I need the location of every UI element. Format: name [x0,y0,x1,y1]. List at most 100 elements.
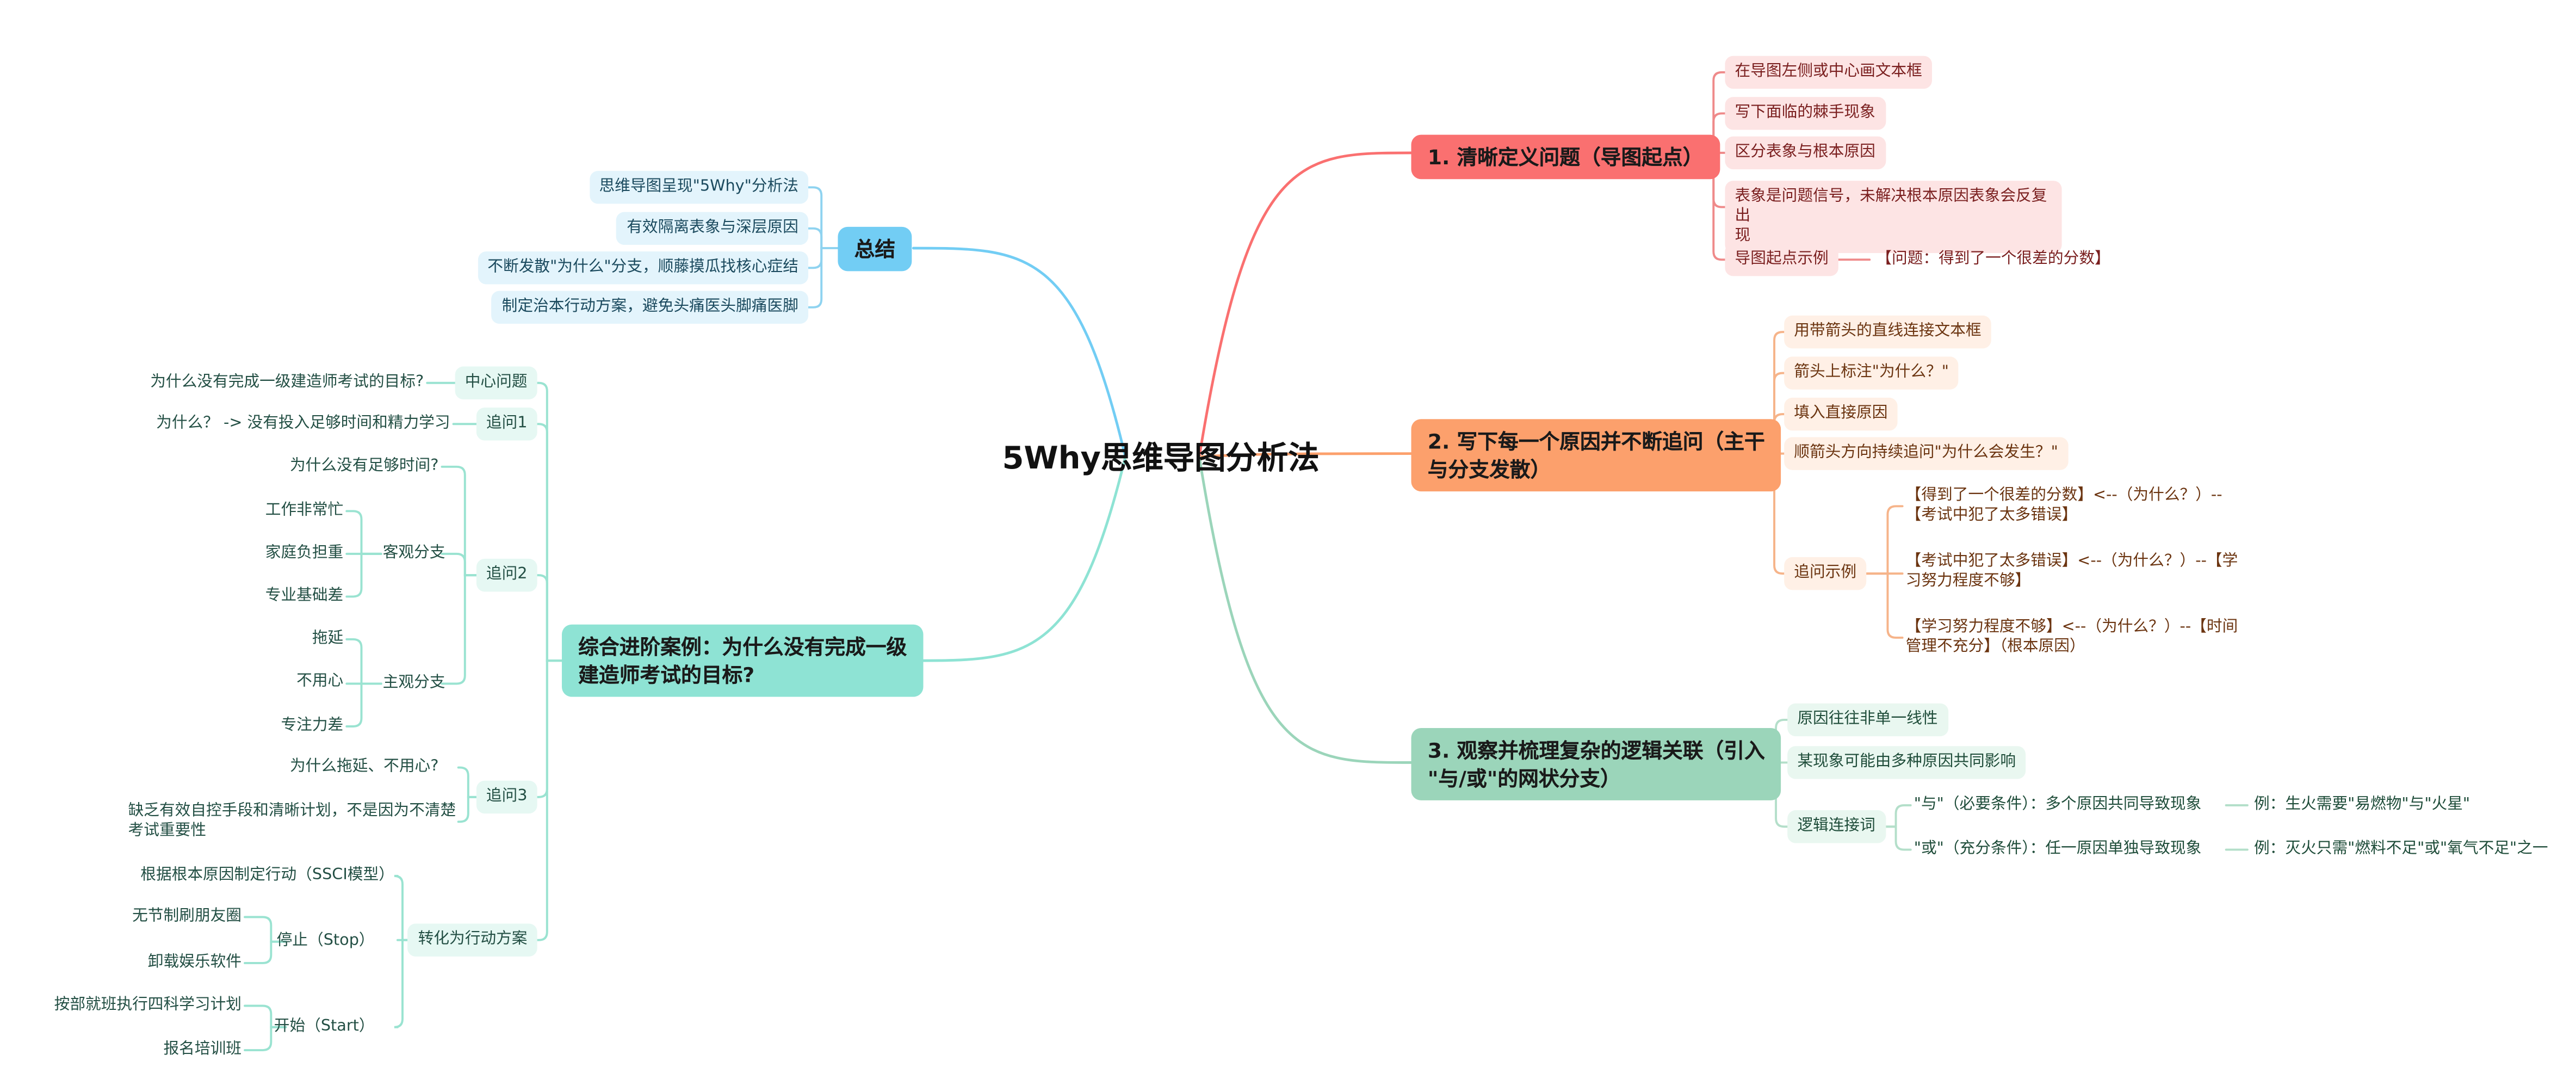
connector-line [457,766,486,798]
topic-item[interactable]: 顺箭头方向持续追问"为什么会发生？" [1784,437,2068,470]
start-branch[interactable]: 开始（Start） [274,1017,375,1035]
branch-label-line: 综合进阶案例：为什么没有完成一级 [578,634,907,659]
branch-keep-asking[interactable]: 2. 写下每一个原因并不断追问（主干 与分支发散） [1411,419,1782,492]
connector-line [394,874,420,941]
line: 【考试中犯了太多错误】<--（为什么？）--【学 [1905,552,2238,571]
line: 【考试中犯了太多错误】 [1905,506,2078,525]
case-text[interactable]: 根据根本原因制定行动（SSCI模型） [140,866,394,884]
branch-label-line: 2. 写下每一个原因并不断追问（主干 [1427,429,1765,454]
topic-item[interactable]: 某现象可能由多种原因共同影响 [1787,746,2026,779]
topic-item[interactable]: 表象是问题信号，未解决根本原因表象会反复出 现 [1725,181,2062,254]
objective-branch[interactable]: 客观分支 [382,544,445,562]
and-example[interactable]: 例：生火需要"易燃物"与"火星" [2253,795,2470,814]
case-text[interactable]: 为什么没有完成一级建造师考试的目标? [150,373,424,391]
connector-line [536,381,563,662]
case-text[interactable]: 为什么拖延、不用心? [289,757,439,776]
topic-item[interactable]: 填入直接原因 [1784,397,1898,431]
connector-line [1880,825,1912,851]
case-leaf[interactable]: 按部就班执行四科学习计划 [54,996,242,1014]
topic-item[interactable]: 原因往往非单一线性 [1787,703,1948,737]
connector-line [912,455,1127,662]
connector-line [1198,452,1413,459]
subjective-branch[interactable]: 主观分支 [382,674,445,692]
connector-line [912,246,1127,459]
case-leaf[interactable]: 工作非常忙 [265,501,344,520]
and-connector[interactable]: "与"（必要条件）：多个原因共同导致现象 [1914,795,2202,814]
branch-logic-relations[interactable]: 3. 观察并梳理复杂的逻辑关联（引入 "与/或"的网状分支） [1411,728,1782,800]
line: 考试重要性 [128,822,207,840]
case-ask-2[interactable]: 追问2 [476,558,537,592]
ask-example[interactable]: 【考试中犯了太多错误】<--（为什么？）--【学习努力程度不够】 [1906,551,2238,594]
case-leaf[interactable]: 卸载娱乐软件 [147,953,242,972]
connector-line [536,574,563,662]
connector-line [1880,804,1912,828]
connector-line [441,574,478,685]
case-leaf[interactable]: 拖延 [312,629,344,648]
connector-line [244,1004,287,1028]
connector-line [244,1026,287,1051]
case-action-plan[interactable]: 转化为行动方案 [408,923,537,957]
topic-item[interactable]: 用带箭头的直线连接文本框 [1784,315,1991,349]
connector-line [345,552,382,598]
branch-summary[interactable]: 总结 [838,226,912,272]
topic-item[interactable]: 在导图左侧或中心画文本框 [1725,55,1933,89]
topic-item[interactable]: 区分表象与根本原因 [1725,136,1885,170]
connector-line [1761,718,1789,764]
connector-line [1701,151,1726,261]
connector-line [1198,455,1413,764]
case-leaf[interactable]: 专业基础差 [265,587,344,605]
central-topic[interactable]: 5Why思维导图分析法 [1002,440,1320,477]
case-leaf[interactable]: 不用心 [296,672,344,690]
case-text[interactable]: 为什么没有足够时间? [289,457,439,475]
topic-item-example[interactable]: 导图起点示例 [1725,243,1838,276]
topic-item-connectors[interactable]: 逻辑连接词 [1787,810,1885,843]
case-leaf[interactable]: 无节制刷朋友圈 [132,907,242,926]
connector-line [536,659,563,798]
line: 习努力程度不够】 [1905,572,2031,590]
stop-branch[interactable]: 停止（Stop） [276,932,375,950]
summary-item[interactable]: 不断发散"为什么"分支，顺藤摸瓜找核心症结 [478,251,809,285]
connector-line [807,247,839,269]
case-text[interactable]: 为什么？ -> 没有投入足够时间和精力学习 [156,414,450,433]
topic-item-line: 现 [1735,226,1751,245]
or-connector[interactable]: "或"（充分条件）：任一原因单独导致现象 [1914,840,2202,858]
summary-item[interactable]: 思维导图呈现"5Why"分析法 [589,171,809,204]
connector-line [345,682,382,727]
branch-label-line: 3. 观察并梳理复杂的逻辑关联（引入 [1427,738,1765,763]
connector-line [1865,505,1904,575]
summary-item[interactable]: 制定治本行动方案，避免头痛医头脚痛医脚 [492,291,809,324]
case-leaf[interactable]: 报名培训班 [163,1040,242,1059]
case-ask-3[interactable]: 追问3 [476,780,537,814]
connector-line [345,510,382,555]
case-leaf[interactable]: 家庭负担重 [265,544,344,562]
or-example[interactable]: 例：灭火只需"燃料不足"或"氧气不足"之一 [2253,840,2548,858]
topic-item[interactable]: 写下面临的棘手现象 [1725,97,1885,130]
case-text[interactable]: 缺乏有效自控手段和清晰计划，不是因为不清楚考试重要性 [128,800,456,843]
connector-line [807,227,839,250]
connector-line [536,659,563,941]
case-center-question[interactable]: 中心问题 [455,366,537,399]
connector-line [1865,572,1904,639]
connector-line [441,465,478,577]
ask-example[interactable]: 【得到了一个很差的分数】<--（为什么？）--【考试中犯了太多错误】 [1906,485,2222,528]
connector-line [394,939,420,1028]
case-ask-1[interactable]: 追问1 [476,408,537,441]
connector-line [1701,71,1726,154]
connector-line [244,916,287,943]
topic-item-example[interactable]: 追问示例 [1784,557,1867,590]
line: 【得到了一个很差的分数】<--（为什么？）-- [1905,486,2222,505]
connector-line [441,552,478,577]
example-problem[interactable]: 【问题：得到了一个很差的分数】 [1876,250,2110,268]
connector-line [244,940,287,964]
case-leaf[interactable]: 专注力差 [281,716,344,735]
connector-line [345,638,382,685]
ask-example[interactable]: 【学习努力程度不够】<--（为什么？）--【时间管理不充分】（根本原因） [1906,616,2238,659]
branch-case-study[interactable]: 综合进阶案例：为什么没有完成一级 建造师考试的目标? [561,624,924,697]
connector-line [1764,331,1786,455]
topic-item[interactable]: 箭头上标注"为什么？" [1784,356,1959,390]
branch-define-problem[interactable]: 1. 清晰定义问题（导图起点） [1411,134,1720,180]
connector-line [1764,372,1786,455]
branch-label-line: 建造师考试的目标? [578,662,755,687]
summary-item[interactable]: 有效隔离表象与深层原因 [617,212,809,245]
